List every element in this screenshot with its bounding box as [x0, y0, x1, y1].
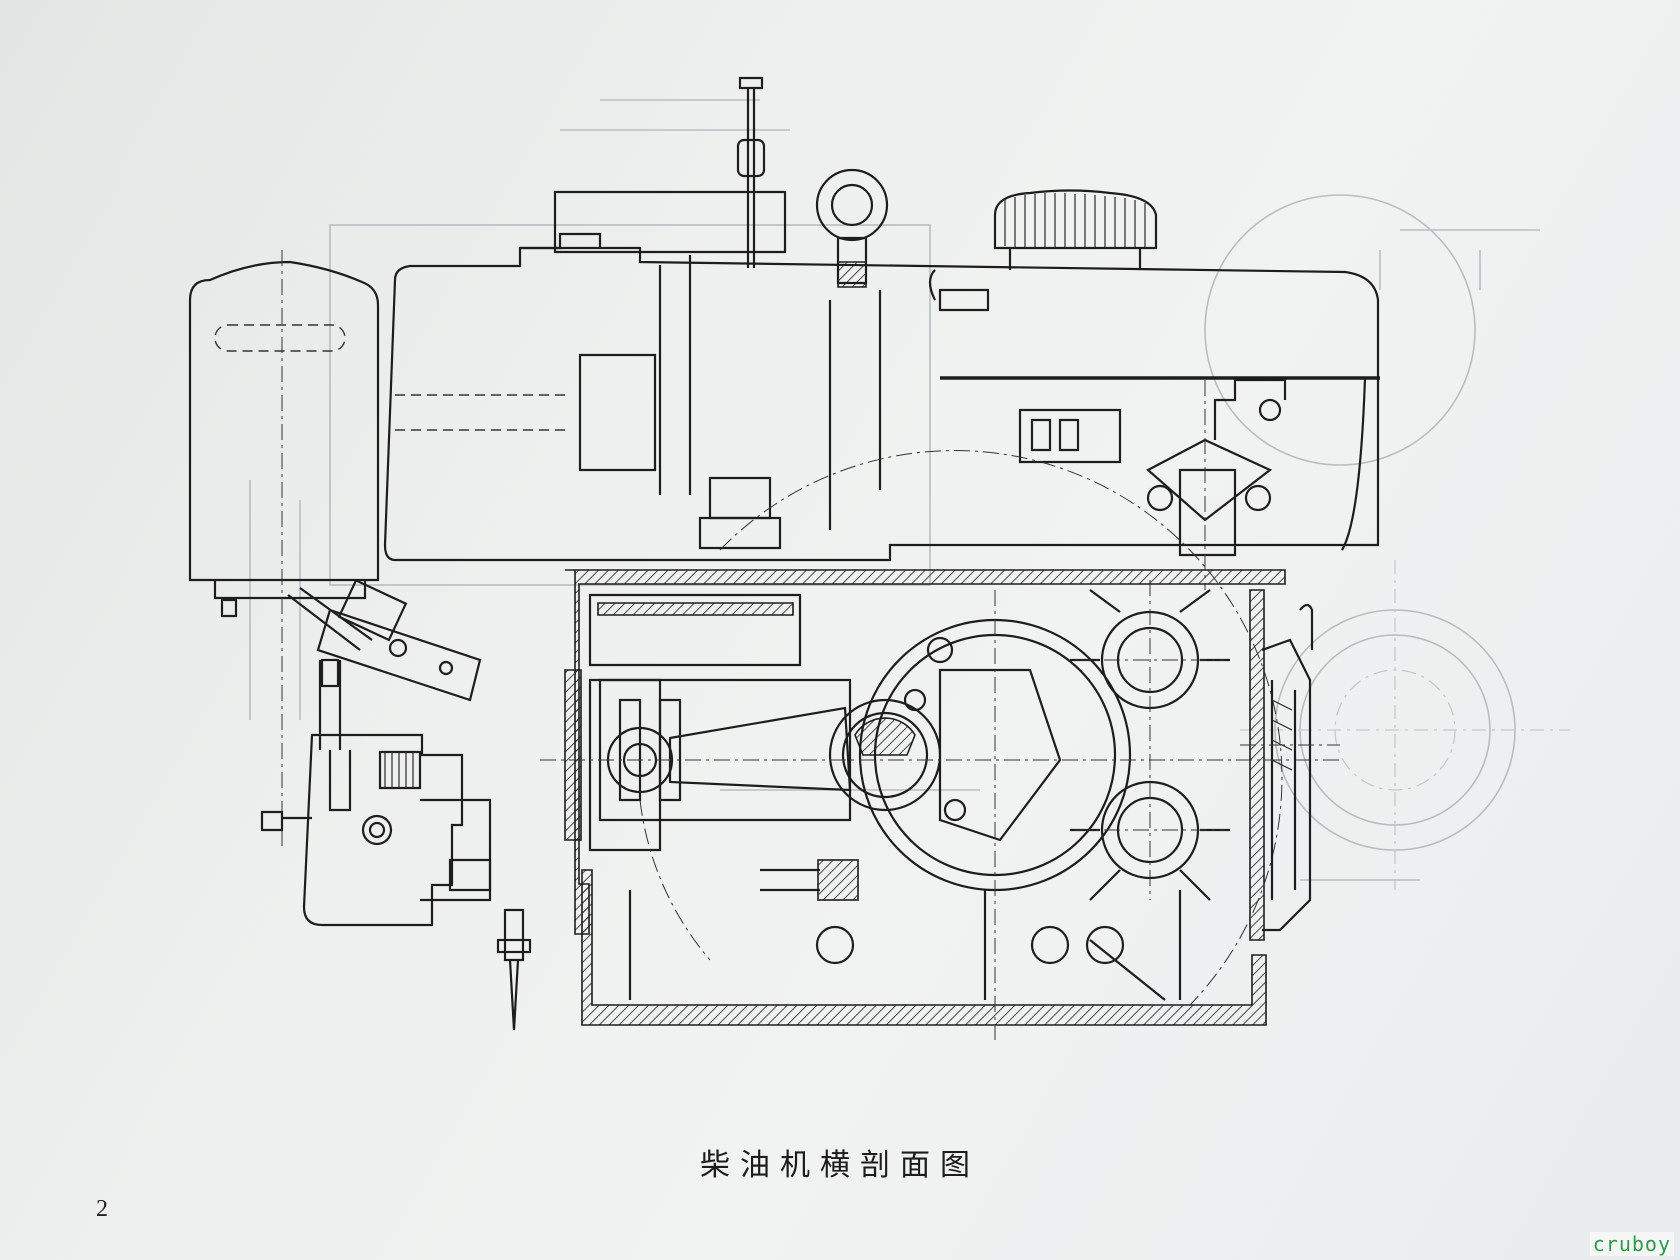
page-number: 2: [96, 1196, 108, 1222]
watermark: cruboy: [1589, 1232, 1674, 1256]
crankcase-block: [540, 449, 1340, 1040]
fuel-pump-assembly: [260, 733, 532, 1031]
injection-pump: [287, 579, 482, 750]
cylinder-head-and-cooling-tank: [383, 76, 1380, 590]
side-cover: [1240, 603, 1340, 932]
fuel-tank: [188, 250, 380, 850]
figure-caption: 柴油机横剖面图: [700, 1148, 980, 1183]
show-through-ghost-lines: [249, 99, 1570, 890]
